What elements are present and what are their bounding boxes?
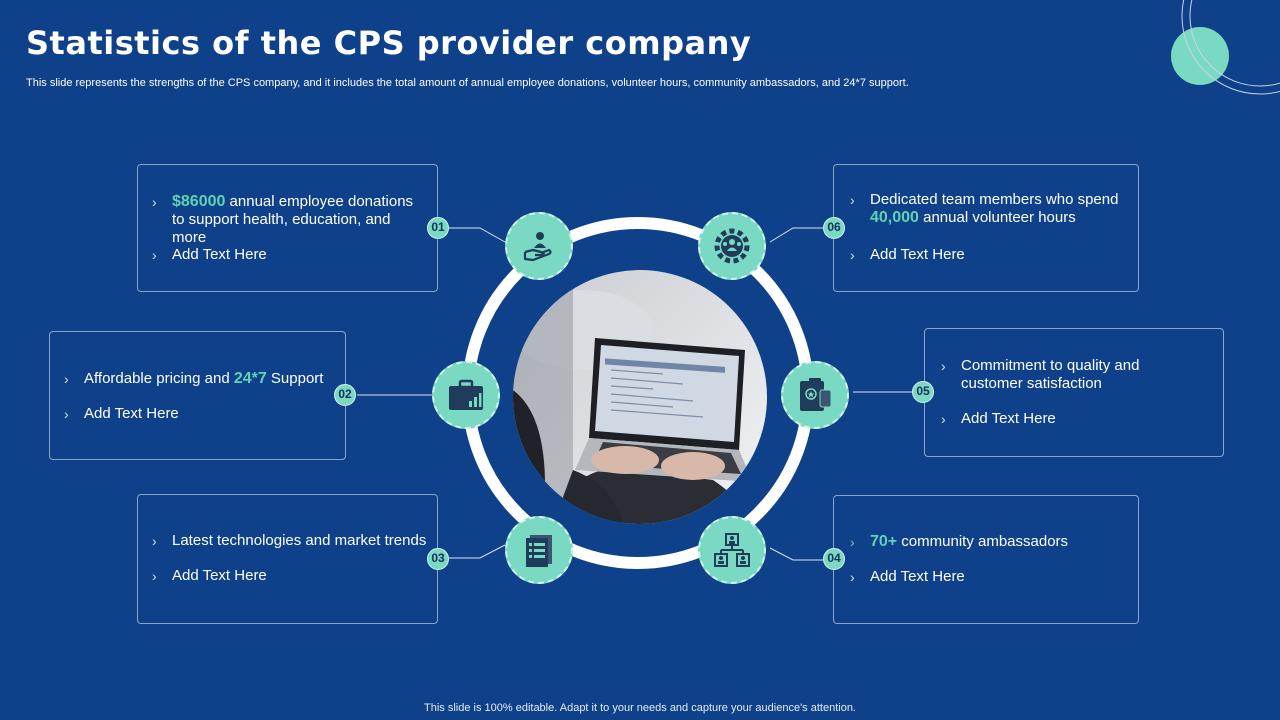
card-04-text: community ambassadors <box>897 533 1069 550</box>
bullet-chevron-icon: › <box>850 247 855 263</box>
card-05-text: Commitment to quality and customer satis… <box>961 357 1140 392</box>
card-01-text: annual employee donations to support hea… <box>172 193 414 246</box>
org-chart-icon <box>714 533 750 567</box>
badge-05: 05 <box>912 381 934 403</box>
page-title: Statistics of the CPS provider company <box>26 24 752 62</box>
bullet-chevron-icon: › <box>850 534 855 550</box>
document-list-icon <box>526 535 552 567</box>
card-03-text: Latest technologies and market trends <box>172 532 427 549</box>
bullet-chevron-icon: › <box>64 371 69 387</box>
bullet-chevron-icon: › <box>850 569 855 585</box>
card-04: › 70+ community ambassadors › Add Text H… <box>833 495 1139 624</box>
card-04-highlight: 70+ <box>870 533 898 550</box>
card-06: › Dedicated team members who spend 40,00… <box>833 164 1139 292</box>
card-04-placeholder: Add Text Here <box>870 568 965 585</box>
badge-03: 03 <box>427 548 449 570</box>
badge-04: 04 <box>823 548 845 570</box>
card-05: › Commitment to quality and customer sat… <box>924 328 1224 457</box>
badge-06: 06 <box>823 217 845 239</box>
card-01-highlight: $86000 <box>172 193 226 210</box>
card-01-placeholder: Add Text Here <box>172 246 267 263</box>
card-06-text-end: annual volunteer hours <box>918 209 1076 226</box>
card-01-bullet-2: › Add Text Here <box>152 246 422 264</box>
node-03 <box>505 516 573 584</box>
card-02: › Affordable pricing and 24*7 Support › … <box>49 331 346 460</box>
card-05-bullet-2: › Add Text Here <box>941 410 1201 428</box>
card-02-bullet-1: › Affordable pricing and 24*7 Support <box>64 370 334 388</box>
node-05 <box>781 361 849 429</box>
center-photo-laptop <box>513 270 767 524</box>
card-06-bullet-1: › Dedicated team members who spend 40,00… <box>850 191 1125 227</box>
card-05-placeholder: Add Text Here <box>961 410 1056 427</box>
team-gear-icon <box>714 228 750 264</box>
node-04 <box>698 516 766 584</box>
card-06-highlight: 40,000 <box>870 209 919 226</box>
node-06 <box>698 212 766 280</box>
card-02-highlight: 24*7 <box>233 370 267 387</box>
node-02 <box>432 361 500 429</box>
decorative-circles <box>1171 0 1280 95</box>
card-03: › Latest technologies and market trends … <box>137 494 438 624</box>
bullet-chevron-icon: › <box>850 192 855 208</box>
bullet-chevron-icon: › <box>152 568 157 584</box>
card-04-bullet-1: › 70+ community ambassadors <box>850 533 1125 551</box>
quality-certificate-icon <box>800 378 832 411</box>
card-06-placeholder: Add Text Here <box>870 246 965 263</box>
page-subtitle: This slide represents the strengths of t… <box>26 77 909 89</box>
bullet-chevron-icon: › <box>152 247 157 263</box>
card-01-bullet-1: › $86000 annual employee donations to su… <box>152 193 422 247</box>
card-06-bullet-2: › Add Text Here <box>850 246 1125 264</box>
hand-donation-icon <box>523 232 552 262</box>
card-02-text-end: Support <box>266 370 324 387</box>
bullet-chevron-icon: › <box>64 406 69 422</box>
card-03-bullet-1: › Latest technologies and market trends <box>152 532 432 550</box>
bullet-chevron-icon: › <box>941 411 946 427</box>
card-02-bullet-2: › Add Text Here <box>64 405 334 423</box>
bullet-chevron-icon: › <box>152 194 157 210</box>
card-03-placeholder: Add Text Here <box>172 567 267 584</box>
card-06-text: Dedicated team members who spend <box>870 191 1119 208</box>
card-05-bullet-1: › Commitment to quality and customer sat… <box>941 357 1181 393</box>
card-04-bullet-2: › Add Text Here <box>850 568 1125 586</box>
card-02-placeholder: Add Text Here <box>84 405 179 422</box>
bullet-chevron-icon: › <box>152 533 157 549</box>
badge-02: 02 <box>334 384 356 406</box>
card-02-text: Affordable pricing and <box>84 370 234 387</box>
node-01 <box>505 212 573 280</box>
card-03-bullet-2: › Add Text Here <box>152 567 422 585</box>
bullet-chevron-icon: › <box>941 358 946 374</box>
briefcase-chart-icon <box>449 379 483 410</box>
card-01: › $86000 annual employee donations to su… <box>137 164 438 292</box>
badge-01: 01 <box>427 217 449 239</box>
footer-note: This slide is 100% editable. Adapt it to… <box>424 702 856 714</box>
